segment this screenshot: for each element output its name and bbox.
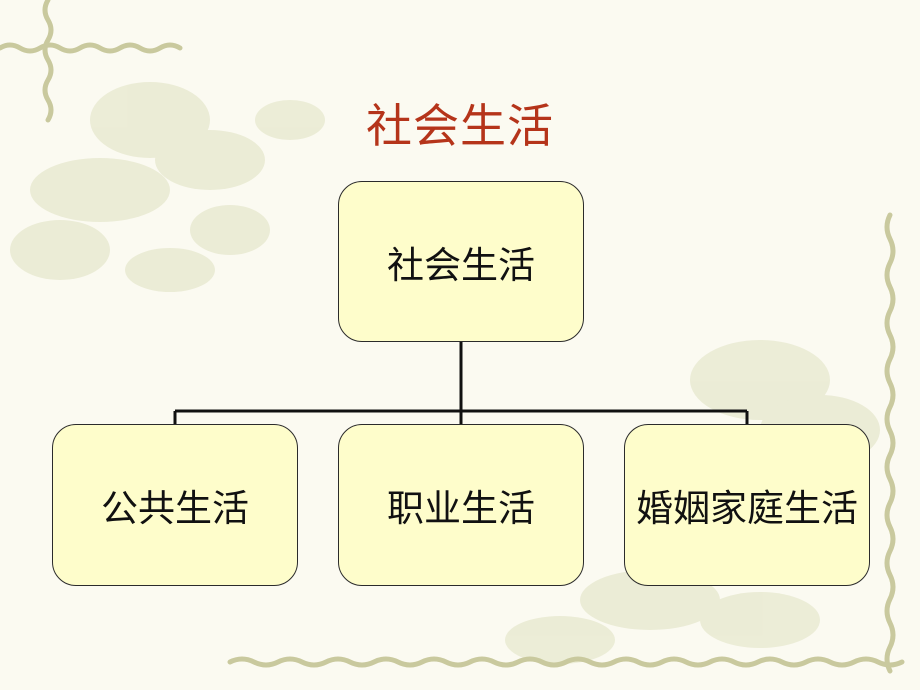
flower-decoration-top-left: [10, 82, 325, 292]
vine-top-left-horizontal: [0, 42, 183, 54]
child-node-label: 婚姻家庭生活: [636, 487, 858, 530]
child-node-label: 公共生活: [101, 487, 249, 530]
vine-right-vertical: [884, 212, 896, 674]
child-node-label: 职业生活: [387, 487, 535, 530]
slide-title: 社会生活: [366, 99, 554, 153]
vine-top-left-vertical: [42, 0, 54, 123]
child-node-marriage-family-life[interactable]: 婚姻家庭生活: [624, 424, 870, 586]
child-node-public-life[interactable]: 公共生活: [52, 424, 298, 586]
child-node-professional-life[interactable]: 职业生活: [338, 424, 584, 586]
vine-bottom-horizontal: [227, 656, 905, 668]
root-node[interactable]: 社会生活: [338, 181, 584, 342]
root-node-label: 社会生活: [387, 243, 535, 287]
